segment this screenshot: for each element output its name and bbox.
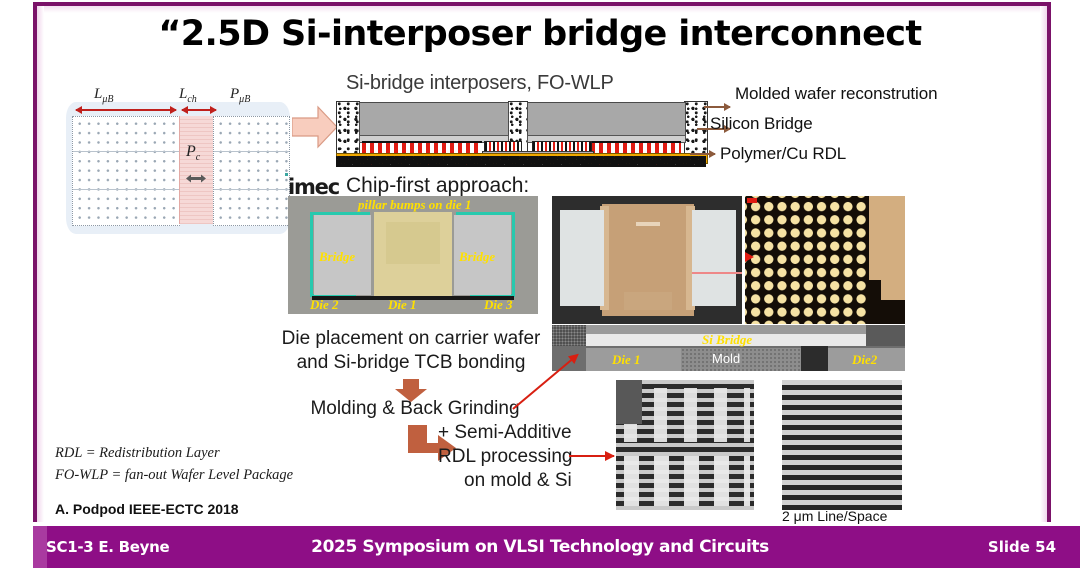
- photo-sem-line-space: [782, 380, 902, 510]
- reference-citation: A. Podpod IEEE-ECTC 2018: [55, 501, 239, 517]
- footer-background: [33, 526, 1080, 568]
- imec-accent-dot: [285, 173, 288, 176]
- left-schematic: LμB Lch PμB Pc: [58, 86, 298, 241]
- photo-sem-rdl-pads: [616, 380, 754, 510]
- flow-step-1-line-1: Die placement on carrier wafer: [281, 328, 541, 349]
- die1-center-inner: [386, 222, 440, 264]
- die-right: [527, 102, 686, 137]
- frame-glow-left: [37, 6, 44, 522]
- bridge-block-left: [314, 215, 371, 295]
- callout-molded-wafer: Molded wafer reconstrution: [735, 84, 938, 103]
- slide-footer: SC1-3 E. Beyne 2025 Symposium on VLSI Te…: [0, 526, 1080, 568]
- footer-event: 2025 Symposium on VLSI Technology and Ci…: [311, 537, 769, 557]
- dimension-arrow-lub: [75, 106, 177, 114]
- callout-arrow-2: [697, 125, 731, 132]
- label-p-c: Pc: [186, 143, 201, 164]
- red-arrow-to-sem: [569, 450, 615, 462]
- label-p-ub: PμB: [230, 86, 251, 105]
- label-xsec-die2: Die2: [852, 352, 878, 367]
- photo-bump-array: [745, 196, 905, 324]
- label-si-bridge: Si Bridge: [702, 332, 753, 347]
- flow-step-3-line-1: + Semi-Additive: [438, 422, 572, 443]
- page-title: “2.5D Si-interposer bridge interconnect: [158, 14, 922, 54]
- pc-double-arrow: [186, 170, 206, 183]
- flow-step-3: + Semi-Additive RDL processing on mold &…: [438, 421, 618, 492]
- label-l-ub: LμB: [94, 86, 114, 105]
- chip-first-heading: Chip-first approach:: [346, 174, 530, 197]
- sem-caption: 2 μm Line/Space: [782, 508, 888, 524]
- frame-border-left: [33, 2, 37, 522]
- photo-cross-section-strip: Si Bridge Die 1 Mold Die2: [552, 325, 905, 371]
- flow-step-3-line-2: RDL processing: [438, 445, 573, 467]
- label-die1: Die 1: [388, 297, 417, 312]
- photo-die-placement: pillar bumps on die 1 Bridge Bridge Die …: [288, 196, 538, 314]
- channel-region: [179, 116, 214, 224]
- solder-ball-row: [336, 156, 706, 167]
- bridge-block-right: [454, 215, 511, 295]
- label-pillar-bumps: pillar bumps on die 1: [358, 197, 472, 212]
- label-bridge-right: Bridge: [459, 249, 496, 264]
- frame-border-top: [33, 2, 1051, 6]
- callout-arrow-1: [704, 103, 731, 110]
- legend-line-2: FO-WLP = fan-out Wafer Level Package: [55, 466, 294, 483]
- schematic-title: Si-bridge interposers, FO-WLP: [346, 72, 614, 94]
- dimension-arrow-lch: [181, 106, 217, 114]
- flow-arrow-down-icon: [394, 379, 428, 403]
- microbump-array-right: [213, 116, 290, 226]
- callout-arrow-3: [690, 150, 716, 157]
- frame-glow-top: [37, 6, 1040, 13]
- label-mold: Mold: [712, 351, 741, 366]
- label-die2: Die 2: [310, 297, 339, 312]
- fowlp-cross-section: [336, 101, 708, 167]
- flow-step-3-line-3: on mold & Si: [464, 469, 572, 491]
- photo-top-view: [552, 196, 742, 324]
- callout-polymer-rdl: Polymer/Cu RDL: [720, 144, 847, 163]
- footer-slide-number: Slide 54: [987, 538, 1056, 556]
- label-l-ch: Lch: [179, 86, 197, 105]
- label-xsec-die1: Die 1: [612, 352, 641, 367]
- footer-accent-bar: [33, 526, 47, 568]
- label-die3: Die 3: [484, 297, 513, 312]
- abbreviation-legend: RDL = Redistribution Layer FO-WLP = fan-…: [55, 443, 293, 487]
- frame-glow-right: [1040, 6, 1047, 522]
- flow-arrow-elbow-icon: [406, 425, 458, 467]
- mold-compound-left: [336, 101, 360, 157]
- imec-logo: imec: [288, 175, 340, 199]
- flow-step-1-line-2: and Si-bridge TCB bonding: [296, 351, 526, 373]
- flow-arrow-right-icon: [291, 105, 338, 149]
- label-bridge-left: Bridge: [319, 249, 356, 264]
- microbump-array-left: [72, 116, 180, 226]
- flow-step-2: Molding & Back Grinding: [310, 398, 520, 419]
- legend-line-1: RDL = Redistribution Layer: [55, 445, 220, 461]
- callout-silicon-bridge: Silicon Bridge: [710, 114, 813, 133]
- frame-border-right: [1047, 2, 1051, 522]
- flow-step-1: Die placement on carrier wafer and Si-br…: [266, 327, 556, 375]
- footer-author: SC1-3 E. Beyne: [46, 538, 170, 556]
- die-left: [359, 102, 509, 137]
